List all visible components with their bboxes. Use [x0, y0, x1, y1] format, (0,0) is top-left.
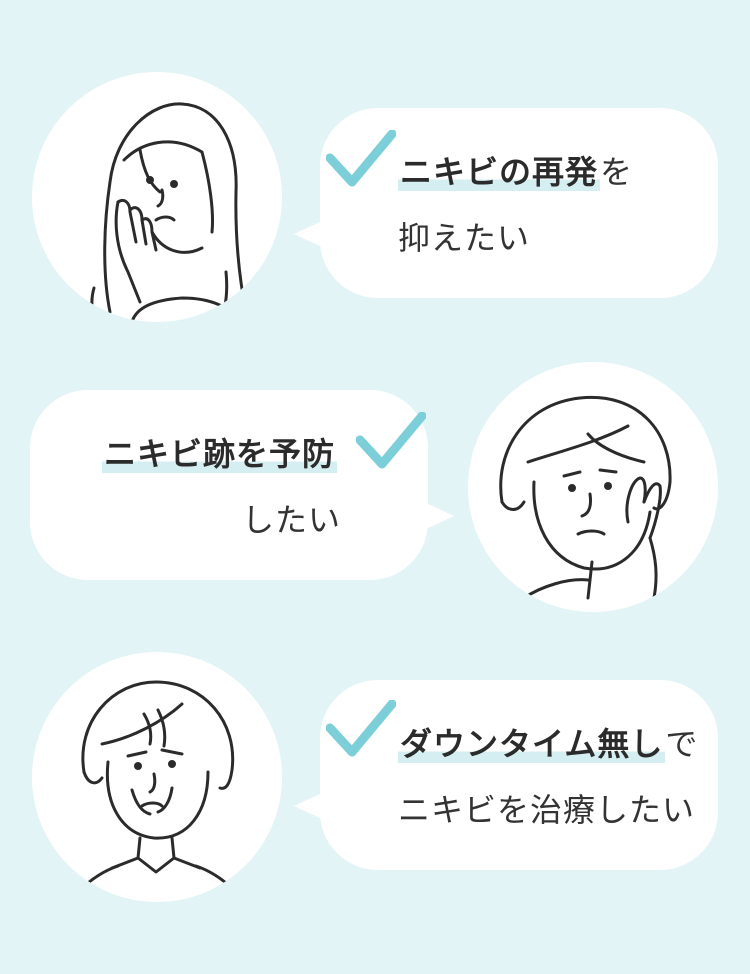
avatar-woman-bob-hair	[32, 652, 282, 902]
speech-bubble-tail	[294, 220, 324, 248]
check-mark-icon	[326, 700, 396, 757]
bubble-1-line-2: 抑えたい	[398, 219, 531, 257]
bubble-2-line-1: ニキビ跡を予防	[102, 434, 338, 474]
check-mark-icon	[326, 130, 396, 187]
avatar-woman-long-hair	[32, 72, 282, 322]
bubble-1-highlight: ニキビの再発	[398, 153, 601, 191]
speech-bubble-tail	[294, 792, 324, 820]
bubble-1-line-1: ニキビの再発を	[398, 152, 633, 192]
bubble-2-line-2: したい	[242, 501, 342, 539]
speech-bubble-tail	[424, 502, 454, 530]
speech-bubble-2	[30, 390, 454, 580]
worried-long-hair-woman-icon	[90, 102, 248, 322]
avatar-woman-short-hair	[468, 362, 718, 612]
check-mark-icon	[356, 412, 426, 469]
bubble-3-line-1: ダウンタイム無しで	[398, 724, 698, 764]
worried-short-hair-woman-icon	[499, 395, 672, 600]
bubble-3-highlight: ダウンタイム無し	[398, 725, 666, 763]
bubble-1-suffix: を	[600, 153, 634, 191]
bubble-2-highlight: ニキビ跡を予防	[102, 435, 338, 473]
bubble-3-suffix: で	[665, 725, 699, 763]
bubble-3-line-2: ニキビを治療したい	[398, 791, 696, 829]
worried-bob-hair-woman-icon	[76, 680, 238, 894]
